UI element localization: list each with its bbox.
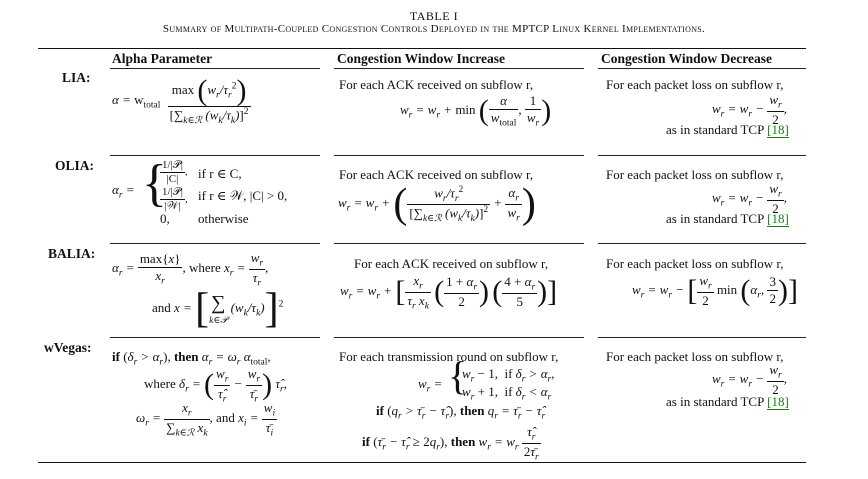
wvegas-citation-link[interactable]: [18] bbox=[767, 394, 789, 410]
olia-case-1-condition: if r ∈ C, bbox=[198, 166, 242, 181]
column-header-decrease: Congestion Window Decrease bbox=[601, 51, 773, 66]
wvegas-queue-condition: if (qr > τ̄r − τ̂r), then qr = τ̄r − τ̂r bbox=[376, 403, 546, 422]
olia-decrease-text: For each packet loss on subflow r, bbox=[606, 167, 784, 182]
table-title: Summary of Multipath-Coupled Congestion … bbox=[162, 23, 706, 35]
wvegas-increase-text: For each transmission round on subflow r… bbox=[339, 349, 559, 364]
lia-increase-text: For each ACK received on subflow r, bbox=[339, 77, 534, 92]
row-label-balia: BALIA: bbox=[48, 246, 96, 261]
header-underline-increase bbox=[334, 68, 584, 69]
olia-case-1: 1/|𝒫||C|, bbox=[160, 159, 188, 185]
olia-citation-link[interactable]: [18] bbox=[767, 211, 789, 227]
row-label-lia: LIA: bbox=[62, 70, 91, 85]
balia-increase-text: For each ACK received on subflow r, bbox=[354, 256, 549, 271]
balia-decrease-text: For each packet loss on subflow r, bbox=[606, 256, 784, 271]
wvegas-decrease-text: For each packet loss on subflow r, bbox=[606, 349, 784, 364]
wvegas-alpha-condition: if (δr > αr), then αr = ωr αtotal, bbox=[112, 349, 271, 368]
wvegas-increase-lhs: wr = bbox=[418, 376, 443, 395]
lia-alpha-formula: α = wtotal max (wr/τr2) [∑k∈ℛ (wk/τk)]2 bbox=[112, 74, 251, 126]
wvegas-increase-case-2: wr + 1, if δr < αr bbox=[462, 384, 552, 403]
wvegas-increase-case-1: wr − 1, if δr > αr, bbox=[462, 366, 555, 385]
header-underline-decrease bbox=[598, 68, 806, 69]
wvegas-decrease-note: as in standard TCP [18] bbox=[666, 394, 789, 410]
olia-case-2: 1/|𝒫||𝒲|, bbox=[160, 186, 188, 212]
olia-alpha-lhs: αr = bbox=[112, 182, 135, 201]
olia-case-3-condition: otherwise bbox=[198, 211, 249, 226]
lia-decrease-note: as in standard TCP [18] bbox=[666, 122, 789, 138]
bottom-rule bbox=[38, 462, 806, 463]
column-header-alpha: Alpha Parameter bbox=[112, 51, 213, 66]
lia-citation-link[interactable]: [18] bbox=[767, 122, 789, 138]
top-rule bbox=[38, 48, 806, 49]
olia-cases-brace: { bbox=[142, 155, 167, 212]
olia-case-3: 0, bbox=[160, 211, 170, 226]
olia-case-2-condition: if r ∈ 𝒲, |C| > 0, bbox=[198, 188, 288, 203]
lia-decrease-text: For each packet loss on subflow r, bbox=[606, 77, 784, 92]
row-label-olia: OLIA: bbox=[55, 158, 95, 173]
olia-decrease-note: as in standard TCP [18] bbox=[666, 211, 789, 227]
header-underline-alpha bbox=[110, 68, 320, 69]
table-number: TABLE I bbox=[409, 9, 459, 23]
wvegas-cases-brace: { bbox=[448, 353, 468, 398]
balia-x-formula: and x = [∑k∈𝒫 (wk/τk)]2 bbox=[152, 286, 284, 332]
column-header-increase: Congestion Window Increase bbox=[337, 51, 506, 66]
olia-increase-text: For each ACK received on subflow r, bbox=[339, 167, 534, 182]
row-label-wvegas: wVegas: bbox=[44, 340, 92, 355]
